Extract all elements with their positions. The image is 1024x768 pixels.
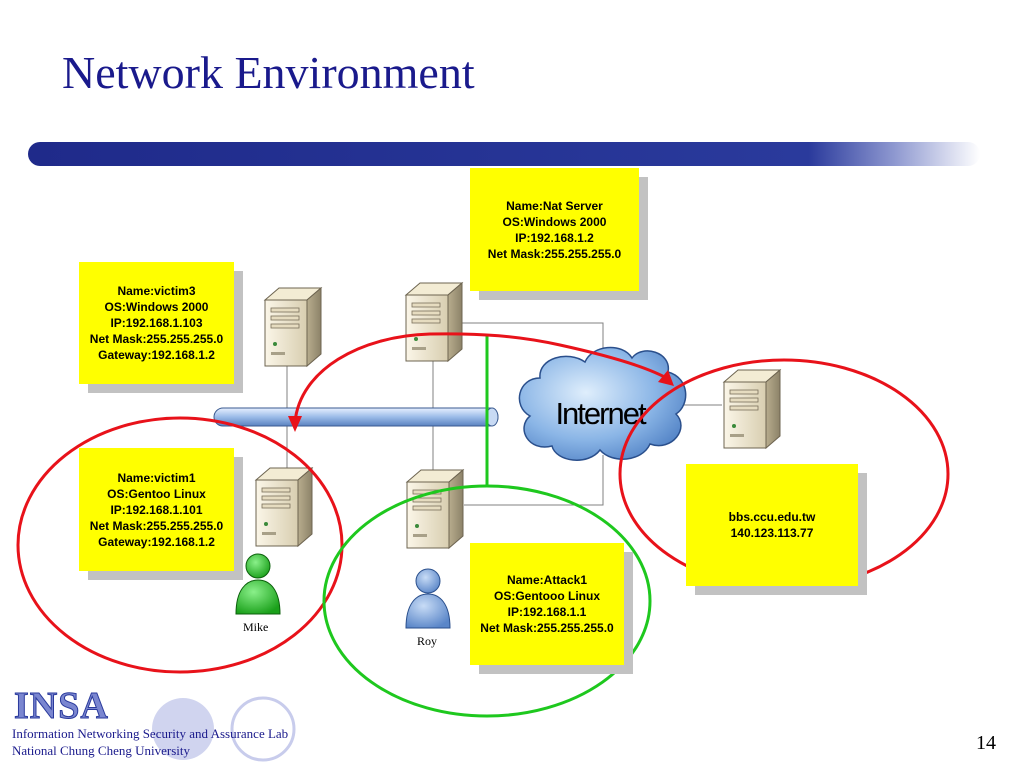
arrow-head [658, 370, 674, 386]
box-line: Gateway:192.168.1.2 [98, 534, 215, 549]
person-icon [405, 568, 451, 629]
box-line: OS:Windows 2000 [502, 214, 607, 229]
box-line: IP:192.168.1.101 [110, 502, 203, 517]
box-line: Net Mask:255.255.255.0 [89, 332, 224, 346]
box-line: Name:Attack1 [506, 573, 588, 587]
box-line: Net Mask:255.255.255.0 [480, 621, 614, 635]
footer-university: National Chung Cheng University [12, 743, 191, 758]
green-ellipse-attacker [322, 484, 652, 718]
server-icon [406, 469, 464, 549]
box-line: IP:192.168.1.103 [110, 316, 203, 330]
box-line: Name:victim3 [117, 284, 196, 298]
box-line: OS:Gentooo Linux [494, 589, 600, 603]
arrow-head [288, 416, 302, 432]
box-line: OS:Gentoo Linux [107, 486, 206, 501]
box-line: Net Mask:255.255.255.0 [487, 246, 622, 261]
person-label-roy: Roy [417, 634, 438, 648]
server-icon [405, 282, 463, 362]
red-ellipse-target [618, 358, 950, 590]
attack1-info-box: Name:Attack1 OS:Gentooo Linux IP:192.168… [470, 543, 624, 665]
page-number: 14 [976, 732, 996, 754]
server-icon [723, 369, 781, 449]
box-line: Name:Nat Server [506, 198, 603, 213]
bbs-server-info-box: bbs.ccu.edu.tw 140.123.113.77 [686, 464, 858, 586]
red-ellipse-victim [16, 416, 344, 674]
box-line: Name:victim1 [117, 470, 196, 485]
victim1-info-box: Name:victim1 OS:Gentoo Linux IP:192.168.… [79, 448, 234, 571]
victim3-info-box: Name:victim3 OS:Windows 2000 IP:192.168.… [79, 262, 234, 384]
box-line: 140.123.113.77 [730, 526, 814, 540]
box-line: OS:Windows 2000 [104, 300, 209, 314]
page-title: Network Environment [62, 47, 475, 98]
server-icon [264, 287, 322, 367]
footer-circle [230, 696, 296, 762]
box-line: IP:192.168.1.2 [515, 230, 594, 245]
insa-logo: INSA [14, 685, 109, 728]
ethernet-bus [213, 407, 499, 427]
footer-lab-name: Information Networking Security and Assu… [12, 726, 289, 741]
title-underline-bar [28, 142, 980, 166]
footer-circle [152, 698, 214, 760]
box-line: Net Mask:255.255.255.0 [89, 518, 224, 533]
person-label-mike: Mike [243, 620, 269, 634]
box-line: Gateway:192.168.1.2 [98, 348, 215, 362]
server-icon [255, 467, 313, 547]
box-line: bbs.ccu.edu.tw [728, 510, 816, 524]
person-icon [235, 553, 281, 615]
nat-server-info-box: Name:Nat Server OS:Windows 2000 IP:192.1… [470, 168, 639, 291]
box-line: IP:192.168.1.1 [507, 605, 587, 619]
red-arrows [293, 332, 671, 423]
cloud-icon [518, 346, 687, 461]
cloud-label: Internet [555, 396, 647, 431]
